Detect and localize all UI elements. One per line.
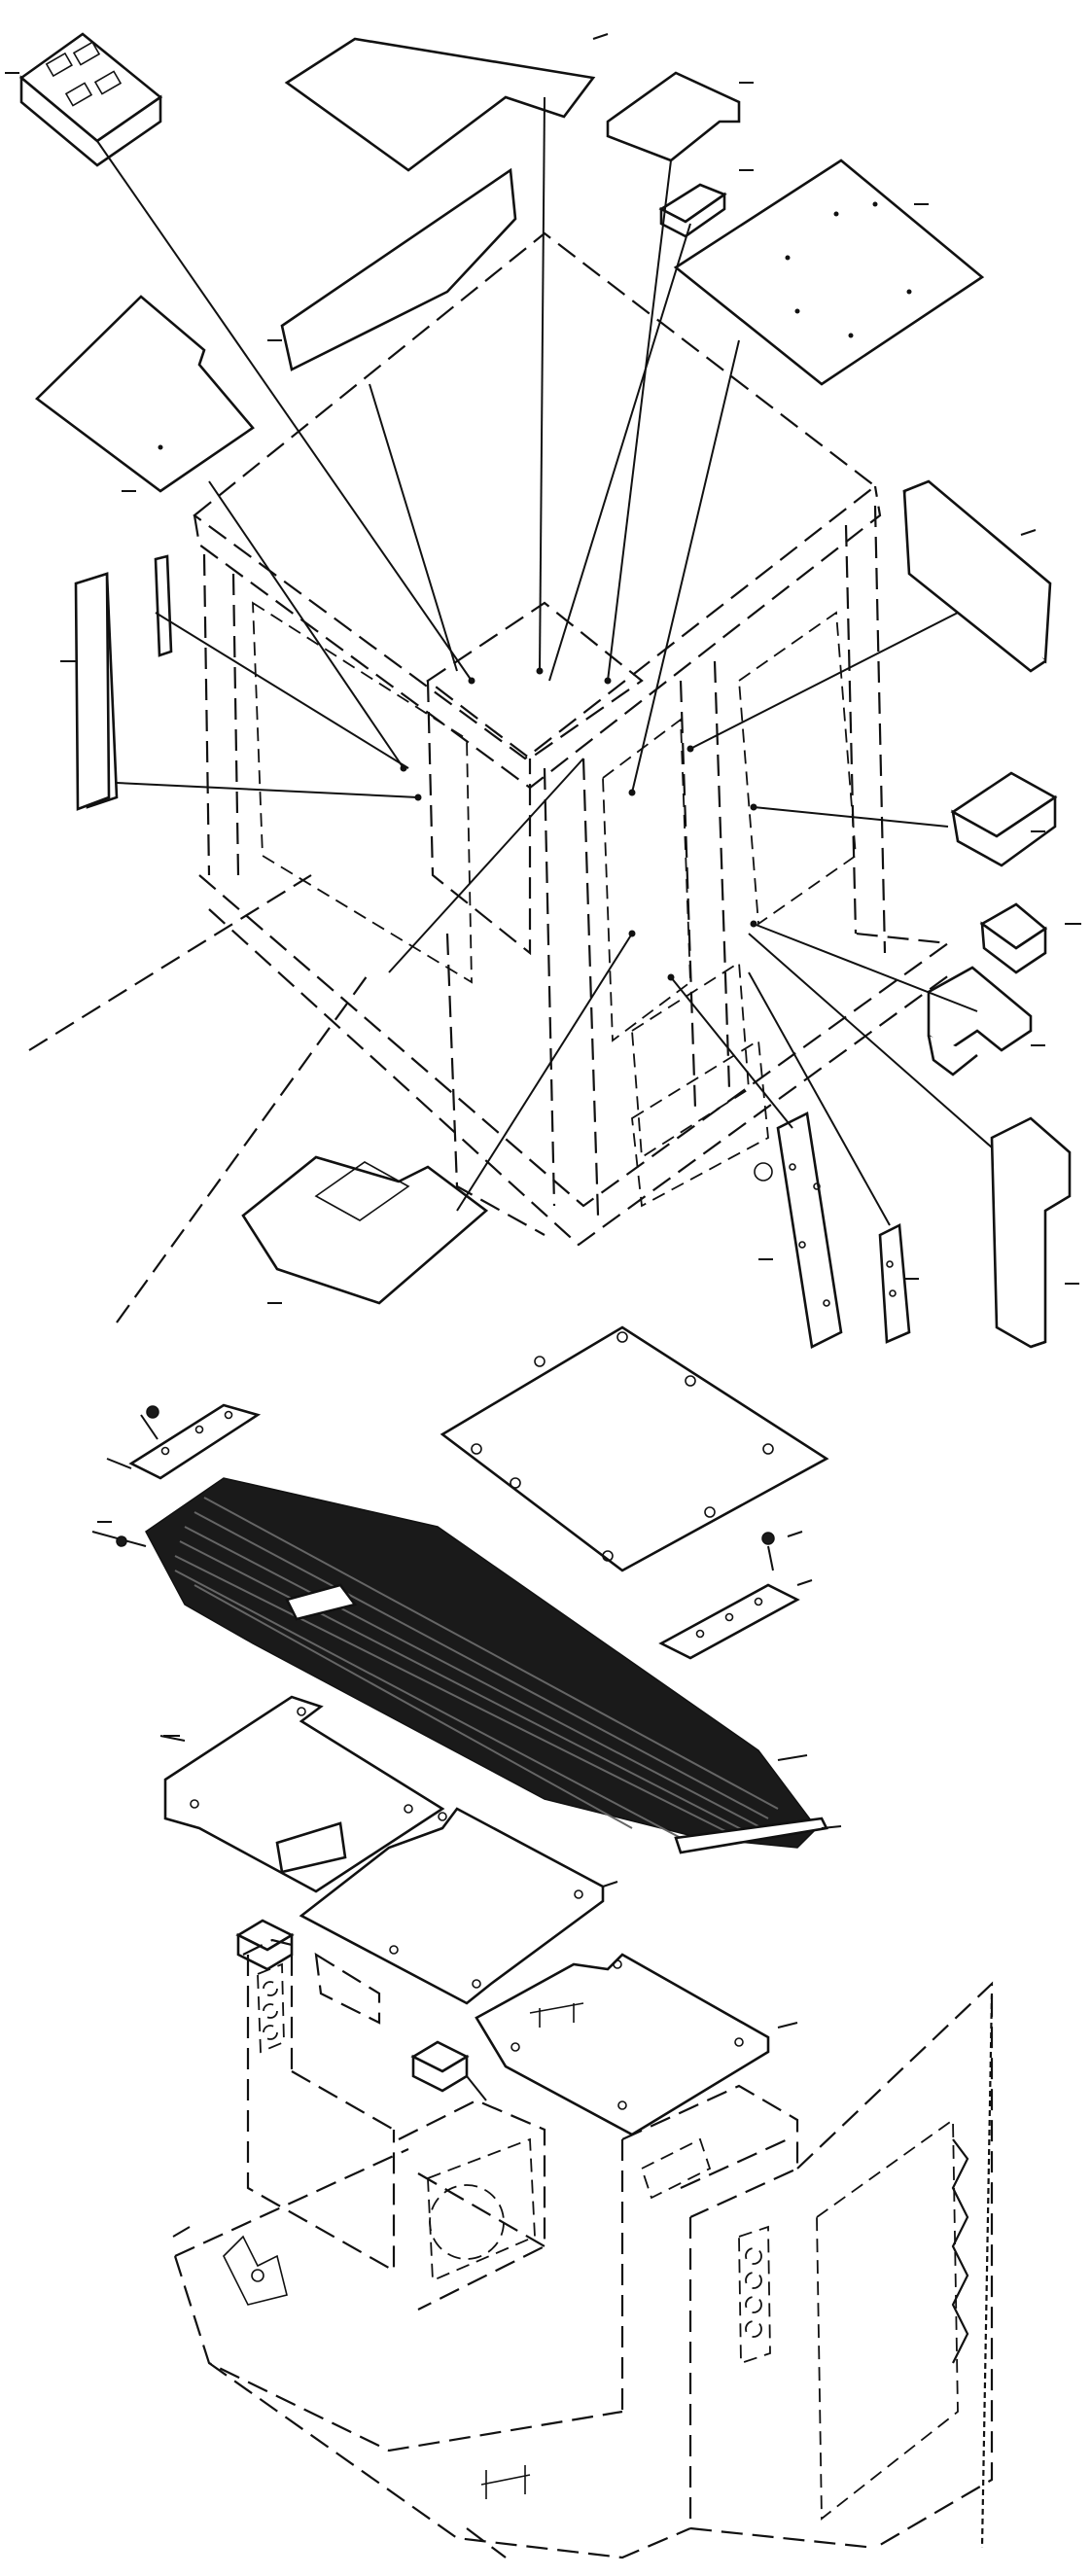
bracket-right [658, 1531, 813, 1660]
block-pad-right-2 [979, 902, 1048, 974]
callout-ticks-upper [5, 33, 1081, 1304]
cover-plate-left [159, 1695, 445, 1893]
strip-pad-small [878, 1222, 911, 1344]
lower-body-outline [173, 1938, 994, 2559]
roof-pad-center [284, 37, 596, 172]
rear-pad-right [902, 479, 1052, 673]
small-block-pad-2 [410, 2040, 487, 2101]
callout-ticks-lower [97, 1521, 191, 2238]
bracket-left [106, 1403, 262, 1480]
l-shape-pad-right [927, 966, 1033, 1076]
ribbed-floor-plate [91, 1477, 842, 1854]
cover-plate-middle [299, 1807, 618, 2005]
block-pad-right-1 [950, 771, 1058, 867]
door-bracket-plate [754, 1112, 843, 1349]
left-tall-pad [74, 572, 111, 811]
tall-pad-bottom-right [990, 1116, 1072, 1349]
roof-pad-small-right [606, 71, 741, 238]
roof-plate-right [673, 159, 985, 386]
cover-plate-right [475, 1953, 798, 2136]
headliner-panel [280, 167, 517, 371]
floor-plate-upper [440, 1325, 829, 1572]
floor-mat-cutout [241, 1155, 489, 1305]
side-pad-left [35, 295, 255, 493]
cab-frame-outline [28, 231, 954, 1323]
small-block-pad-1 [235, 1919, 295, 1971]
leader-lines-upper [96, 96, 993, 1226]
switch-block-part [18, 32, 163, 167]
